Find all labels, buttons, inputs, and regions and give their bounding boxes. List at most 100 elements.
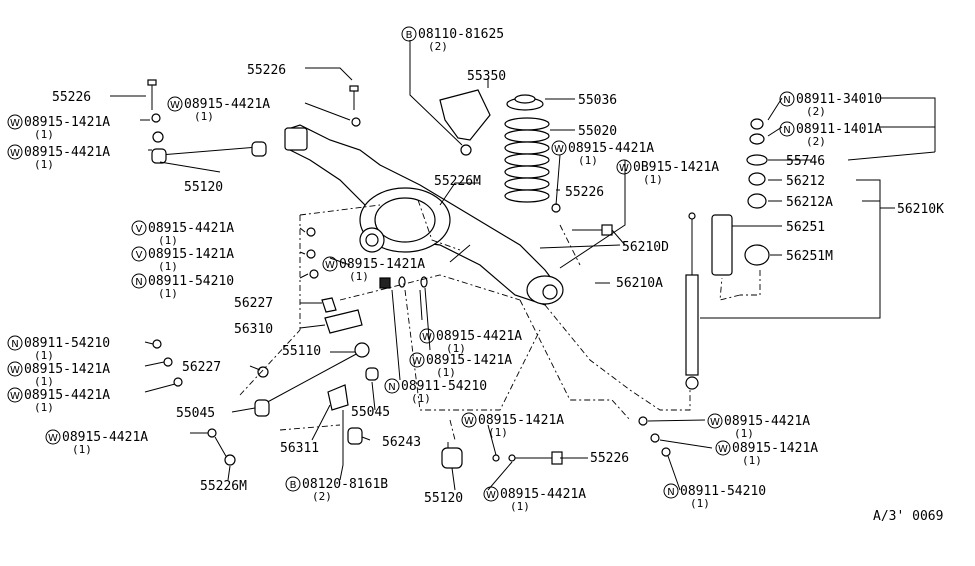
callout-quantity: (1): [34, 401, 54, 414]
callout-56227: 56227: [234, 296, 273, 311]
bolt-55226-right: [551, 203, 613, 236]
callout-part-number: 56212: [786, 174, 825, 189]
callout-quantity: (1): [734, 427, 754, 440]
bolt-top-left: [147, 79, 164, 143]
callout-part-number: 08915-4421A: [724, 414, 810, 429]
callout-quantity: (1): [643, 173, 663, 186]
callout-part-number: 08915-4421A: [436, 329, 522, 344]
callout-prefix: W: [170, 100, 180, 111]
callout-part-number: 55045: [176, 406, 215, 421]
bracket-55350: [439, 89, 491, 156]
callout-part-number: 08915-1421A: [339, 257, 425, 272]
lower-arm-bottom: [441, 442, 563, 469]
callout-part-number: 55226: [247, 63, 286, 78]
callout-prefix: W: [412, 356, 422, 367]
coil-spring: [504, 117, 550, 203]
lower-link-55110: [254, 342, 379, 417]
callout-prefix: B: [290, 480, 297, 491]
callout-part-number: 08915-4421A: [184, 97, 270, 112]
callout-08915-4421a: W 08915-4421A(1): [167, 96, 270, 123]
callout-part-number: 55120: [184, 180, 223, 195]
callout-part-number: 08915-1421A: [148, 247, 234, 262]
callout-prefix: N: [667, 487, 674, 498]
callout-55350: 55350: [467, 69, 506, 84]
callout-prefix-circle: [7, 144, 23, 160]
callout-part-number: 08915-1421A: [478, 413, 564, 428]
callout-prefix: V: [136, 224, 143, 235]
stabilizer-bracket: [257, 297, 363, 465]
callout-55226m: 55226M: [200, 479, 247, 494]
callout-part-number: 08911-54210: [148, 274, 234, 289]
callout-part-number: 55226M: [434, 174, 481, 189]
assembly-lines: [239, 199, 761, 441]
callout-prefix: W: [718, 444, 728, 455]
callout-prefix-circle: [131, 246, 147, 262]
callout-part-number: 56210D: [622, 240, 669, 255]
callout-part-number: 08915-4421A: [500, 487, 586, 502]
callout-56227: 56227: [182, 360, 221, 375]
shock-absorber: [685, 118, 770, 390]
callout-56310: 56310: [234, 322, 273, 337]
callout-part-number: 55226: [52, 90, 91, 105]
callout-part-number: 55020: [578, 124, 617, 139]
callout-quantity: (1): [194, 110, 214, 123]
diagram-id: A/3' 0069: [873, 509, 943, 524]
callout-part-number: 56251: [786, 220, 825, 235]
callout-part-number: 55746: [786, 154, 825, 169]
callout-prefix: N: [783, 95, 790, 106]
callout-prefix: W: [486, 490, 496, 501]
callout-prefix: W: [325, 260, 335, 271]
callout-part-number: 55350: [467, 69, 506, 84]
callout-quantity: (1): [34, 158, 54, 171]
callout-part-number: 08911-54210: [401, 379, 487, 394]
callout-55226: 55226: [247, 63, 286, 78]
callout-prefix: W: [619, 163, 629, 174]
callout-prefix-circle: [779, 121, 795, 137]
callout-prefix-circle: [7, 335, 23, 351]
callout-quantity: (2): [806, 135, 826, 148]
upper-link-left: [151, 141, 267, 164]
callout-part-number: 08911-54210: [24, 336, 110, 351]
callout-55036: 55036: [578, 93, 617, 108]
callout-part-number: 56251M: [786, 249, 833, 264]
callout-56210d: 56210D: [622, 240, 669, 255]
callout-part-number: 56243: [382, 435, 421, 450]
callout-part-number: 08915-4421A: [24, 145, 110, 160]
callout-56251: 56251: [786, 220, 825, 235]
callout-55226: 55226: [590, 451, 629, 466]
callout-part-number: 56210K: [897, 202, 944, 217]
callout-prefix: W: [10, 391, 20, 402]
callout-quantity: (1): [34, 375, 54, 388]
callout-prefix-circle: [779, 91, 795, 107]
callout-quantity: (2): [806, 105, 826, 118]
callout-56212a: 56212A: [786, 195, 833, 210]
callout-prefix: W: [464, 416, 474, 427]
callout-prefix: W: [554, 144, 564, 155]
callout-prefix: W: [48, 433, 58, 444]
callout-quantity: (2): [312, 490, 332, 503]
callout-part-number: 08911-54210: [680, 484, 766, 499]
callout-55110: 55110: [282, 344, 321, 359]
callout-part-number: 55226: [590, 451, 629, 466]
callout-part-number: 55226: [565, 185, 604, 200]
callout-quantity: (1): [436, 366, 456, 379]
callout-prefix: N: [783, 125, 790, 136]
center-washers: [306, 227, 428, 289]
callout-55226: 55226: [565, 185, 604, 200]
callout-part-number: 56227: [182, 360, 221, 375]
callout-prefix-circle: [131, 273, 147, 289]
callout-55226m: 55226M: [434, 174, 481, 189]
